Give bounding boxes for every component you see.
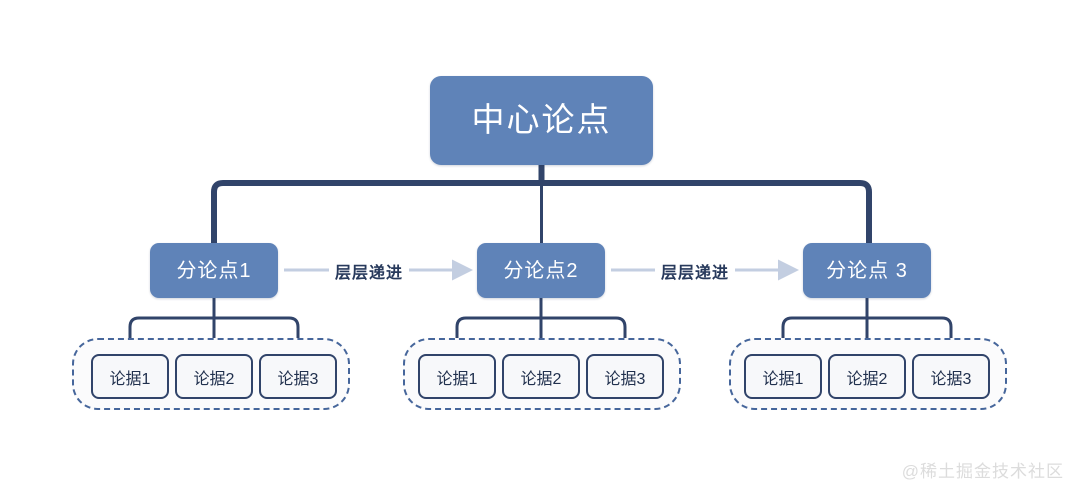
evidence-node-3-2[interactable]: 论据2: [828, 354, 906, 399]
evidence-node-1-3[interactable]: 论据3: [259, 354, 337, 399]
branch-node-3-label: 分论点 3: [826, 259, 908, 282]
evidence-node-3-2-label: 论据2: [846, 370, 888, 388]
evidence-node-1-1[interactable]: 论据1: [91, 354, 169, 399]
branch-node-2[interactable]: 分论点2: [477, 243, 605, 298]
root-node-label: 中心论点: [471, 101, 612, 139]
branch-node-1[interactable]: 分论点1: [150, 243, 278, 298]
evidence-node-3-1-label: 论据1: [762, 370, 804, 388]
evidence-node-2-1-label: 论据1: [436, 370, 478, 388]
branch-node-3[interactable]: 分论点 3: [803, 243, 931, 298]
evidence-node-2-2-label: 论据2: [520, 370, 562, 388]
evidence-node-1-2-label: 论据2: [193, 370, 235, 388]
evidence-node-3-1[interactable]: 论据1: [744, 354, 822, 399]
branch-node-1-label: 分论点1: [176, 259, 252, 282]
evidence-node-1-3-label: 论据3: [277, 370, 319, 388]
progression-label-1: 层层递进: [329, 258, 410, 284]
evidence-node-3-3[interactable]: 论据3: [912, 354, 990, 399]
branch-node-2-label: 分论点2: [503, 259, 579, 282]
evidence-node-3-3-label: 论据3: [930, 370, 972, 388]
evidence-node-2-1[interactable]: 论据1: [418, 354, 496, 399]
evidence-node-1-1-label: 论据1: [109, 370, 151, 388]
watermark: @稀土掘金技术社区: [901, 462, 1064, 481]
evidence-node-1-2[interactable]: 论据2: [175, 354, 253, 399]
evidence-node-2-2[interactable]: 论据2: [502, 354, 580, 399]
evidence-node-2-3-label: 论据3: [604, 370, 646, 388]
evidence-node-2-3[interactable]: 论据3: [586, 354, 664, 399]
progression-label-2: 层层递进: [655, 258, 736, 284]
root-node[interactable]: 中心论点: [430, 76, 653, 165]
